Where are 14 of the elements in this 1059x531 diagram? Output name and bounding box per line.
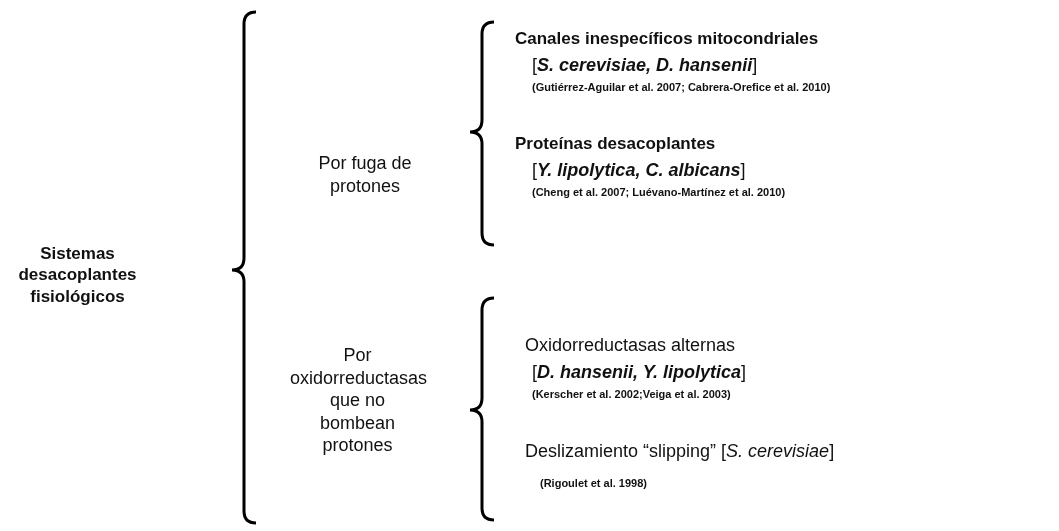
category-label: Por oxidorreductasas que no bombean protones	[290, 344, 425, 457]
reference-text: (Kerscher et al. 2002;Veiga et al. 2003)	[532, 388, 731, 402]
species-list: [Y. lipolytica, C. albicans]	[532, 159, 746, 182]
item-heading: Canales inespecíficos mitocondriales	[515, 28, 819, 50]
reference-text: (Rigoulet et al. 1998)	[540, 477, 647, 491]
item-heading: Deslizamiento “slipping” [S. cerevisiae]	[525, 440, 835, 463]
heading-text: Sistemas desacoplantes fisiológicos	[17, 243, 138, 307]
item-heading: Oxidorreductasas alternas	[525, 334, 736, 357]
reference-text: (Cheng et al. 2007; Luévano-Martínez et al. 2010)	[532, 186, 786, 200]
category-label: Por fuga de protones	[317, 152, 413, 197]
species-list: [S. cerevisiae, D. hansenii]	[532, 54, 758, 77]
species-list: [D. hansenii, Y. lipolytica]	[532, 361, 747, 384]
reference-text: (Gutiérrez-Aguilar et al. 2007; Cabrera-Orefice et al. 2010)	[532, 81, 831, 95]
item-heading: Proteínas desacoplantes	[515, 133, 716, 155]
